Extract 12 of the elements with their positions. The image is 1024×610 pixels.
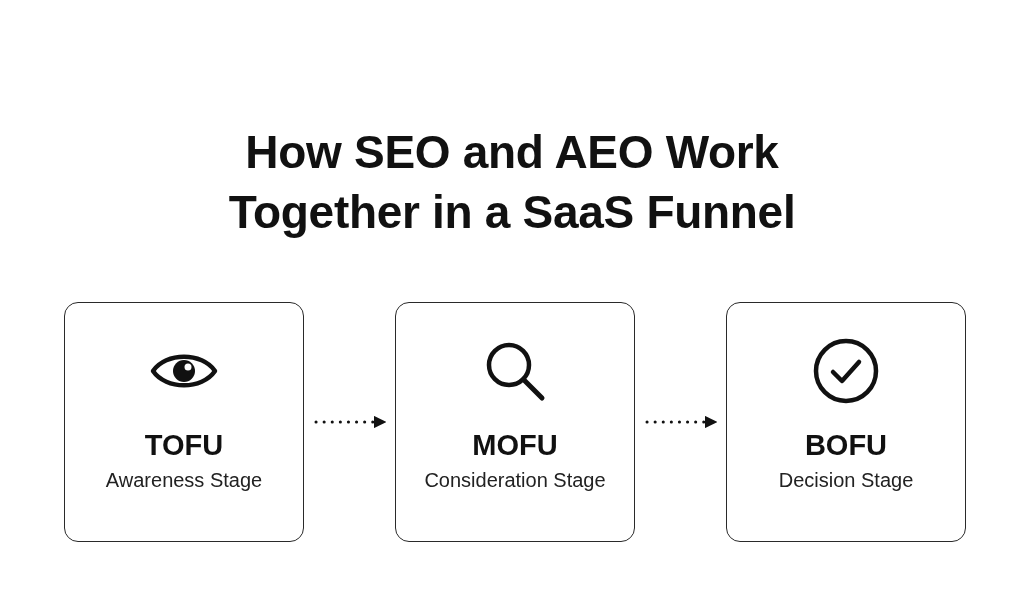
stage-card	[64, 302, 304, 542]
stage-card	[395, 302, 635, 542]
stage-acronym: BOFU	[804, 428, 888, 463]
stage-name: Consideration Stage	[423, 468, 607, 493]
stage-card	[726, 302, 966, 542]
stage-name: Decision Stage	[777, 468, 915, 493]
stage-acronym: MOFU	[472, 428, 558, 463]
dotted-arrow	[314, 415, 387, 429]
stage-name: Awareness Stage	[104, 468, 264, 493]
stage-acronym: TOFU	[144, 428, 224, 463]
dotted-arrow	[645, 415, 718, 429]
title: How SEO and AEO Work Together in a SaaS Funnel	[227, 125, 797, 240]
